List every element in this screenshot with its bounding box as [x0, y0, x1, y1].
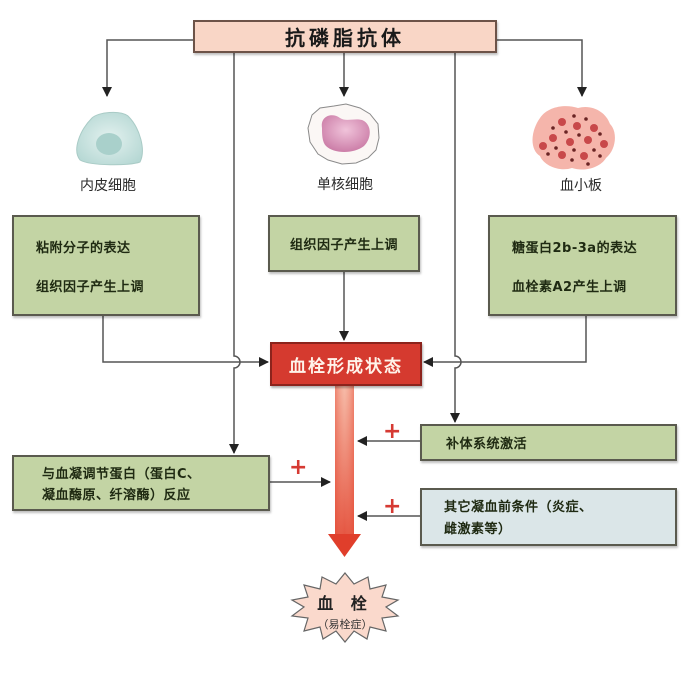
- thrombophilia-subtitle: （易栓症）: [317, 618, 373, 631]
- effect-item: 粘附分子的表达: [36, 241, 131, 256]
- platelet-label: 血小板: [560, 178, 602, 194]
- endothelial-cell-icon: [76, 111, 143, 166]
- endothelial-effects-box: 粘附分子的表达 组织因子产生上调: [12, 215, 200, 316]
- platelet-effects-box: 糖蛋白2b-3a的表达 血栓素A2产生上调: [488, 215, 677, 316]
- monocyte-icon: [307, 103, 380, 165]
- title-label: 抗磷脂抗体: [285, 26, 405, 50]
- contributor-line: 补体系统激活: [446, 437, 528, 452]
- other-prothrombotic-box: 其它凝血前条件（炎症、 雌激素等）: [420, 488, 677, 546]
- line-platelet-to-state: [423, 316, 587, 367]
- line-to-coagulation: [229, 53, 241, 454]
- coagulation-regulator-box: 与血凝调节蛋白（蛋白C、 凝血酶原、纤溶酶）反应: [12, 455, 270, 511]
- thrombus-outcome: 血 栓 （易栓症）: [295, 590, 395, 632]
- monocyte-effects-box: 组织因子产生上调: [268, 215, 420, 272]
- contributor-line: 凝血酶原、纤溶酶）反应: [42, 488, 191, 503]
- plus-icon: +: [383, 419, 402, 444]
- prothrombotic-state-label: 血栓形成状态: [289, 356, 403, 377]
- contributor-line: 与血凝调节蛋白（蛋白C、: [42, 467, 201, 482]
- line-to-complement: [450, 53, 462, 423]
- platelet-icon: [532, 106, 615, 170]
- effect-item: 糖蛋白2b-3a的表达: [512, 241, 638, 256]
- antiphospholipid-antibody-box: 抗磷脂抗体: [193, 20, 497, 53]
- prothrombotic-state-box: 血栓形成状态: [270, 342, 422, 386]
- line-endothelial-to-state: [102, 316, 269, 367]
- line-to-endothelial: [102, 39, 193, 97]
- monocyte-label: 单核细胞: [317, 177, 373, 193]
- effect-item: 组织因子产生上调: [36, 280, 145, 295]
- progression-arrow: [328, 386, 361, 557]
- endothelial-cell-label: 内皮细胞: [80, 178, 136, 194]
- thrombus-starburst-icon: [290, 572, 400, 643]
- complement-activation-box: 补体系统激活: [420, 424, 677, 461]
- line-to-platelet: [497, 39, 587, 97]
- contributor-line: 雌激素等）: [444, 522, 512, 537]
- plus-icon: +: [289, 455, 308, 480]
- effect-item: 组织因子产生上调: [289, 238, 398, 253]
- contributor-line: 其它凝血前条件（炎症、: [444, 500, 593, 515]
- plus-icon: +: [383, 494, 402, 519]
- effect-item: 血栓素A2产生上调: [512, 280, 627, 295]
- thrombus-title: 血 栓: [317, 594, 373, 613]
